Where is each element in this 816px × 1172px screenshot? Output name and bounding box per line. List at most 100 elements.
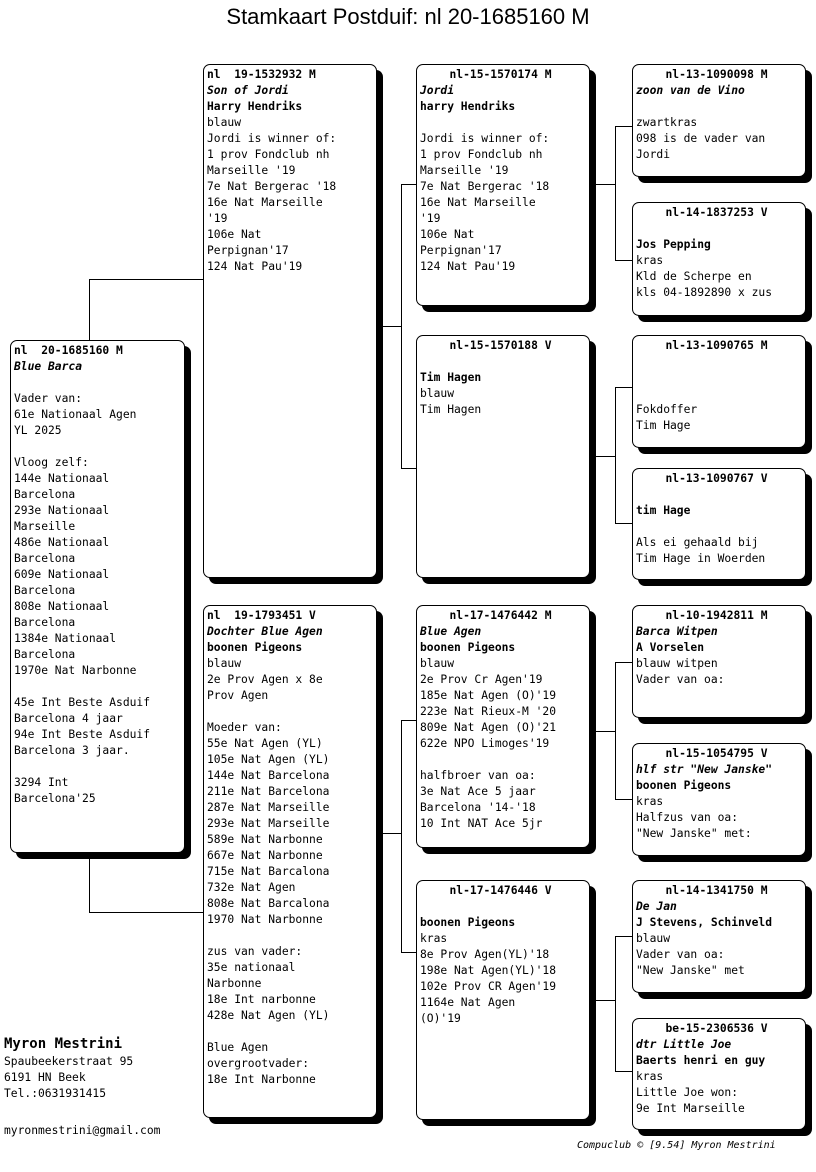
card-line: boonen Pigeons <box>420 641 516 654</box>
connector <box>401 184 402 468</box>
card-line: Barcelona <box>14 488 76 501</box>
card-line <box>14 375 184 391</box>
card-line: 8e Prov Agen(YL)'18 <box>420 948 550 961</box>
card-line: 732e Nat Agen <box>207 881 296 894</box>
card-line: De Jan <box>636 900 677 913</box>
card-line: zoon van de Vino <box>636 84 745 97</box>
connector <box>615 126 633 127</box>
card-line: 211e Nat Barcelona <box>207 785 330 798</box>
card-line: Perpignan'17 <box>420 244 502 257</box>
card-line: 16e Nat Marseille <box>420 196 536 209</box>
card-line: 102e Prov CR Agen'19 <box>420 980 557 993</box>
card-line: 667e Nat Narbonne <box>207 849 323 862</box>
connector <box>401 468 418 469</box>
connector <box>401 720 418 721</box>
card-line: Narbonne <box>207 977 262 990</box>
connector <box>588 456 616 457</box>
connector <box>401 952 418 953</box>
card-line: Barcelona <box>14 552 76 565</box>
card-line: Harry Hendriks <box>207 100 303 113</box>
card-line: zus van vader: <box>207 945 303 958</box>
card-line: 94e Int Beste Asduif <box>14 728 151 741</box>
connector <box>89 279 90 342</box>
ring-number: nl-15-1054795 V <box>665 747 768 760</box>
card-line: kras <box>636 254 664 267</box>
card-line: (O)'19 <box>420 1012 461 1025</box>
card-line: Marseille '19 <box>207 164 296 177</box>
owner-city: 6191 HN Beek <box>4 1071 86 1084</box>
card-line: Barcelona 3 jaar. <box>14 744 130 757</box>
card-line: blauw witpen <box>636 657 718 670</box>
card-line: Moeder van: <box>207 721 282 734</box>
ring-number: nl 20-1685160 M <box>14 344 123 357</box>
card-line: blauw <box>636 932 671 945</box>
ring-number: nl-14-1341750 M <box>665 884 768 897</box>
ring-number: be-15-2306536 V <box>665 1022 768 1035</box>
card-line: 55e Nat Agen (YL) <box>207 737 323 750</box>
connector <box>615 260 633 261</box>
card-line: Kld de Scherpe en <box>636 270 752 283</box>
connector <box>615 387 616 523</box>
card-line: 18e Int Narbonne <box>207 1073 316 1086</box>
card-line: Barcelona 4 jaar <box>14 712 123 725</box>
card-line: 293e Nat Marseille <box>207 817 330 830</box>
connector <box>615 387 633 388</box>
card-line: kls 04-1892890 x zus <box>636 286 773 299</box>
ring-number: nl-13-1090098 M <box>665 68 768 81</box>
card-line: dtr Little Joe <box>636 1038 732 1051</box>
card-line: Little Joe won: <box>636 1086 739 1099</box>
card-line: Vader van: <box>14 392 83 405</box>
card-line: 18e Int narbonne <box>207 993 316 1006</box>
card-dam-dam: nl-17-1476446 V boonen Pigeons kras 8e Prov… <box>416 880 590 1120</box>
card-line: halfbroer van oa: <box>420 769 536 782</box>
connector <box>401 184 418 185</box>
card-line: Blue Agen <box>207 1041 269 1054</box>
card-line: Halfzus van oa: <box>636 811 739 824</box>
card-line <box>14 759 184 775</box>
card-line: Barcelona <box>14 648 76 661</box>
card-line: Tim Hage in Woerden <box>636 552 766 565</box>
connector <box>588 184 616 185</box>
card-line <box>420 354 589 370</box>
ring-number: nl-13-1090765 M <box>665 339 768 352</box>
card-line: Barcelona <box>14 616 76 629</box>
card-line: 3294 Int <box>14 776 69 789</box>
card-line: 7e Nat Bergerac '18 <box>420 180 550 193</box>
card-line: 35e nationaal <box>207 961 296 974</box>
card-line: Blue Barca <box>14 360 83 373</box>
card-line: Baerts henri en guy <box>636 1054 766 1067</box>
card-line: 144e Nationaal <box>14 472 110 485</box>
card-line: Jordi <box>636 148 671 161</box>
card-line: boonen Pigeons <box>207 641 303 654</box>
connector <box>615 936 616 1071</box>
card-line: 589e Nat Narbonne <box>207 833 323 846</box>
ring-number: nl-17-1476446 V <box>449 884 552 897</box>
card-line: 1384e Nationaal <box>14 632 117 645</box>
card-line: Barcelona '14-'18 <box>420 801 536 814</box>
connector <box>615 523 633 524</box>
card-line: 2e Prov Agen x 8e <box>207 673 323 686</box>
card-line <box>636 99 805 115</box>
card-line: 105e Nat Agen (YL) <box>207 753 330 766</box>
ring-number: nl-17-1476442 M <box>449 609 552 622</box>
card-line: 223e Nat Rieux-M '20 <box>420 705 557 718</box>
card-line <box>420 899 589 915</box>
card-line: Tim Hagen <box>420 403 482 416</box>
card-line: 609e Nationaal <box>14 568 110 581</box>
card-line: Als ei gehaald bij <box>636 536 759 549</box>
card-line: YL 2025 <box>14 424 62 437</box>
connector <box>89 853 90 912</box>
card-line: boonen Pigeons <box>420 916 516 929</box>
connector <box>375 833 402 834</box>
connector <box>588 731 616 732</box>
card-line: kras <box>420 932 448 945</box>
card-line: 106e Nat <box>207 228 262 241</box>
card-line: 287e Nat Marseille <box>207 801 330 814</box>
